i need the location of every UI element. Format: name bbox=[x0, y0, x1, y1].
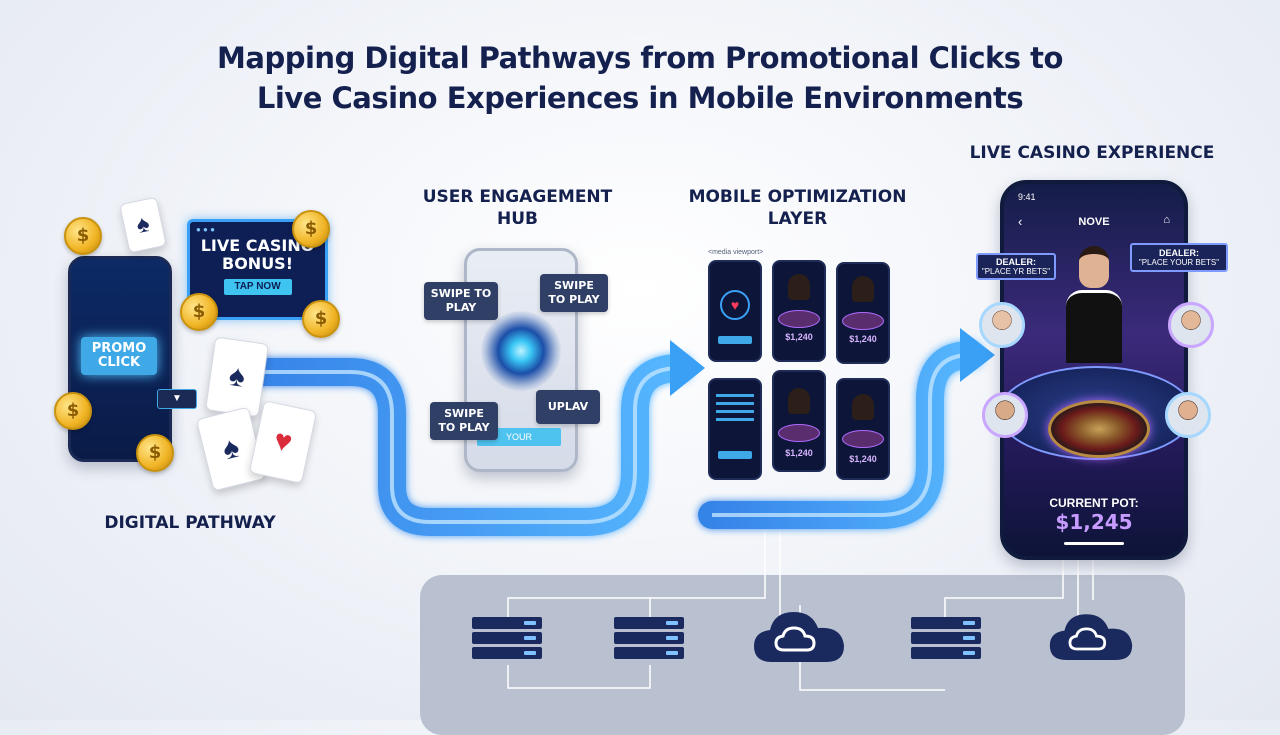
optimization-caption: <media viewport> bbox=[708, 249, 764, 256]
server-icon bbox=[614, 617, 684, 662]
arrow-head-2 bbox=[960, 328, 995, 382]
mini-phone-dealer: $1,240 bbox=[836, 378, 890, 480]
title-line-1: Mapping Digital Pathways from Promotiona… bbox=[217, 41, 1063, 75]
mini-amount: $1,240 bbox=[849, 454, 877, 464]
roulette-wheel-icon bbox=[778, 424, 820, 442]
banner-dots-icon: ● ● ● bbox=[196, 225, 215, 234]
promo-phone: PROMO CLICK bbox=[68, 256, 172, 462]
server-icon bbox=[911, 617, 981, 662]
swipe-bubble-bottom-left[interactable]: SWIPE TO PLAY bbox=[430, 402, 498, 440]
status-time: 9:41 bbox=[1018, 192, 1036, 202]
pathway-arrow bbox=[241, 328, 995, 691]
pot-value: $1,245 bbox=[1055, 510, 1133, 534]
coin-icon: $ bbox=[64, 217, 102, 255]
engagement-hub-line-2: HUB bbox=[497, 209, 538, 229]
mini-phone-dealer: $1,240 bbox=[836, 262, 890, 364]
mini-phone-dealer: $1,240 bbox=[772, 260, 826, 362]
back-icon[interactable]: ‹ bbox=[1018, 214, 1023, 229]
roulette-wheel-icon bbox=[1048, 400, 1150, 458]
play-bubble-bottom-right[interactable]: UPLAV bbox=[536, 390, 600, 424]
dealer-avatar bbox=[788, 388, 810, 414]
roulette-wheel-icon bbox=[842, 430, 884, 448]
heart-icon: ♥ bbox=[720, 290, 750, 320]
dealer-avatar bbox=[852, 276, 874, 302]
banner-title-line-1: LIVE CASINO bbox=[200, 236, 315, 255]
dealer-bubble-left-text: "PLACE YR BETS" bbox=[981, 267, 1051, 276]
engagement-hub-line-1: USER ENGAGEMENT bbox=[422, 187, 613, 207]
dealer-bubble-right-text: "PLACE YOUR BETS" bbox=[1138, 258, 1220, 267]
roulette-wheel-icon bbox=[842, 312, 884, 330]
spade-card-icon: ♠ bbox=[205, 336, 269, 418]
coin-icon: $ bbox=[54, 392, 92, 430]
cloud-icon bbox=[754, 612, 844, 662]
mini-phone-list bbox=[708, 378, 762, 480]
dropdown-chip[interactable]: ▼ bbox=[157, 389, 197, 409]
stage-label-digital-pathway: DIGITAL PATHWAY bbox=[104, 513, 276, 533]
player-avatar[interactable] bbox=[982, 392, 1028, 438]
roulette-wheel-icon bbox=[778, 310, 820, 328]
promo-click-button[interactable]: PROMO CLICK bbox=[81, 337, 157, 375]
player-avatar[interactable] bbox=[979, 302, 1025, 348]
chevron-down-icon: ▼ bbox=[172, 393, 182, 404]
coin-icon: $ bbox=[136, 434, 174, 472]
pot-label: CURRENT POT: bbox=[1049, 496, 1139, 510]
dealer-figure bbox=[1066, 246, 1122, 363]
dealer-bubble-right-title: DEALER: bbox=[1159, 248, 1199, 258]
arrow-head-1 bbox=[670, 340, 705, 396]
optimization-line-2: LAYER bbox=[767, 209, 828, 229]
engagement-bottom-button[interactable]: YOUR bbox=[477, 428, 561, 446]
stage-label-optimization: MOBILE OPTIMIZATION LAYER bbox=[680, 186, 915, 230]
tap-now-button[interactable]: TAP NOW bbox=[223, 279, 292, 295]
coin-icon: $ bbox=[180, 293, 218, 331]
mini-phone-heart: ♥ bbox=[708, 260, 762, 362]
title-line-2: Live Casino Experiences in Mobile Enviro… bbox=[256, 81, 1024, 115]
touch-ripple-icon bbox=[481, 311, 561, 391]
nav-bar: ‹ NOVE ⌂ bbox=[1004, 212, 1184, 234]
stage-label-live-casino: LIVE CASINO EXPERIENCE bbox=[969, 143, 1215, 163]
stage-label-engagement-hub: USER ENGAGEMENT HUB bbox=[410, 186, 625, 230]
diagram-title: Mapping Digital Pathways from Promotiona… bbox=[0, 38, 1280, 118]
dealer-bubble-right: DEALER: "PLACE YOUR BETS" bbox=[1130, 243, 1228, 272]
swipe-bubble-top-right[interactable]: SWIPE TO PLAY bbox=[540, 274, 608, 312]
dealer-bubble-left: DEALER: "PLACE YR BETS" bbox=[976, 253, 1056, 280]
nav-title: NOVE bbox=[1078, 216, 1110, 228]
home-indicator bbox=[1064, 542, 1124, 545]
mini-amount: $1,240 bbox=[785, 448, 813, 458]
dealer-bubble-left-title: DEALER: bbox=[996, 257, 1036, 267]
player-avatar[interactable] bbox=[1165, 392, 1211, 438]
server-icon bbox=[472, 617, 542, 662]
coin-icon: $ bbox=[292, 210, 330, 248]
optimization-line-1: MOBILE OPTIMIZATION bbox=[688, 187, 907, 207]
banner-title-line-2: BONUS! bbox=[222, 254, 293, 273]
player-avatar[interactable] bbox=[1168, 302, 1214, 348]
mini-amount: $1,240 bbox=[849, 334, 877, 344]
live-casino-phone: 9:41 ‹ NOVE ⌂ CURRENT POT: $1,245 bbox=[1000, 180, 1188, 560]
mini-amount: $1,240 bbox=[785, 332, 813, 342]
dealer-avatar bbox=[788, 274, 810, 300]
coin-icon: $ bbox=[302, 300, 340, 338]
dealer-avatar bbox=[852, 394, 874, 420]
home-icon[interactable]: ⌂ bbox=[1163, 214, 1170, 226]
cloud-icon bbox=[1049, 614, 1133, 660]
mini-phone-dealer: $1,240 bbox=[772, 370, 826, 472]
swipe-bubble-top-left[interactable]: SWIPE TO PLAY bbox=[424, 282, 498, 320]
